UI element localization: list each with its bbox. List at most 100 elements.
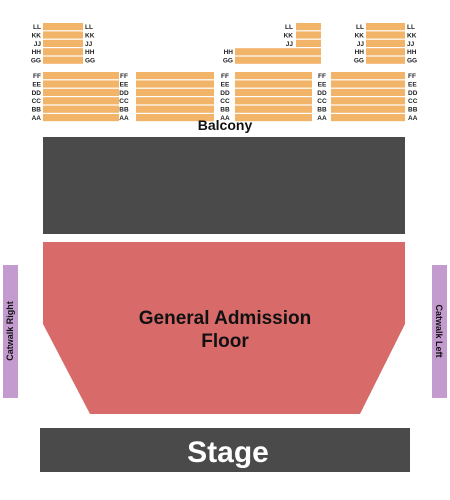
row-label-kk: KK	[407, 32, 417, 39]
row-label-hh: HH	[355, 49, 365, 56]
row-label-kk: KK	[355, 32, 365, 39]
balcony-row-ll-upper-center[interactable]	[296, 23, 321, 31]
balcony-row-ll-upper-left[interactable]	[43, 23, 83, 31]
balcony-row-cc-section-2[interactable]	[136, 97, 214, 105]
catwalk-right-label: Catwalk Right	[5, 301, 15, 361]
row-label-ee: EE	[408, 81, 417, 88]
balcony-row-ff-section-2[interactable]	[136, 72, 214, 80]
row-label-ee: EE	[120, 81, 129, 88]
row-label-aa: AA	[32, 115, 42, 122]
catwalk-left-label: Catwalk Left	[434, 304, 444, 357]
row-label-jj: JJ	[34, 41, 42, 48]
row-label-ff: FF	[33, 73, 41, 80]
row-label-cc: CC	[119, 98, 129, 105]
general-admission-label: General Admission	[139, 308, 311, 329]
row-label-ff: FF	[318, 73, 326, 80]
balcony-row-jj-upper-center[interactable]	[296, 39, 321, 47]
floor-label: Floor	[201, 331, 249, 352]
balcony-row-cc-section-3[interactable]	[235, 97, 312, 105]
row-label-cc: CC	[220, 98, 230, 105]
balcony-row-bb-section-3[interactable]	[235, 105, 312, 113]
catwalk-right[interactable]	[3, 265, 18, 398]
row-label-ee: EE	[32, 81, 41, 88]
row-label-kk: KK	[32, 32, 42, 39]
row-label-ll: LL	[33, 24, 41, 31]
row-label-aa: AA	[317, 115, 327, 122]
row-label-cc: CC	[408, 98, 418, 105]
balcony-row-ee-section-4[interactable]	[331, 80, 405, 88]
row-label-kk: KK	[85, 32, 95, 39]
row-label-ll: LL	[407, 24, 415, 31]
row-label-dd: DD	[32, 90, 42, 97]
balcony-row-aa-section-4[interactable]	[331, 114, 405, 122]
stage-label: Stage	[187, 436, 269, 469]
balcony-row-hh-upper-left[interactable]	[43, 48, 83, 56]
reserved-block[interactable]	[43, 137, 405, 234]
row-label-bb: BB	[408, 107, 418, 114]
balcony-row-aa-section-3[interactable]	[235, 114, 312, 122]
row-label-dd: DD	[119, 90, 129, 97]
balcony-row-ee-section-1[interactable]	[43, 80, 119, 88]
row-label-jj: JJ	[407, 41, 415, 48]
balcony-row-ff-section-3[interactable]	[235, 72, 312, 80]
row-label-bb: BB	[220, 107, 230, 114]
balcony-row-bb-section-1[interactable]	[43, 105, 119, 113]
row-label-hh: HH	[85, 49, 95, 56]
balcony-row-hh-upper-right[interactable]	[366, 48, 405, 56]
catwalk-left[interactable]	[432, 265, 447, 398]
balcony-row-kk-upper-center[interactable]	[296, 31, 321, 39]
row-label-jj: JJ	[286, 41, 294, 48]
balcony-row-jj-upper-left[interactable]	[43, 39, 83, 47]
balcony-row-bb-section-2[interactable]	[136, 105, 214, 113]
balcony-row-cc-section-1[interactable]	[43, 97, 119, 105]
row-label-gg: GG	[407, 58, 417, 65]
row-label-jj: JJ	[357, 41, 365, 48]
row-label-aa: AA	[408, 115, 418, 122]
balcony-row-dd-section-4[interactable]	[331, 88, 405, 96]
balcony-row-dd-section-1[interactable]	[43, 88, 119, 96]
row-label-ff: FF	[408, 73, 416, 80]
balcony-row-cc-section-4[interactable]	[331, 97, 405, 105]
row-label-ff: FF	[120, 73, 128, 80]
row-label-ll: LL	[356, 24, 364, 31]
balcony-row-dd-section-3[interactable]	[235, 88, 312, 96]
balcony-row-gg-upper-left[interactable]	[43, 56, 83, 64]
balcony-row-jj-upper-right[interactable]	[366, 39, 405, 47]
balcony-row-kk-upper-right[interactable]	[366, 31, 405, 39]
stage	[40, 428, 410, 472]
balcony-row-kk-upper-left[interactable]	[43, 31, 83, 39]
row-label-ll: LL	[85, 24, 93, 31]
balcony-row-aa-section-1[interactable]	[43, 114, 119, 122]
row-label-bb: BB	[119, 107, 129, 114]
row-label-gg: GG	[223, 58, 233, 65]
row-label-dd: DD	[220, 90, 230, 97]
row-label-gg: GG	[85, 58, 95, 65]
row-label-cc: CC	[32, 98, 42, 105]
row-label-hh: HH	[32, 49, 42, 56]
balcony-row-ff-section-1[interactable]	[43, 72, 119, 80]
balcony-row-bb-section-4[interactable]	[331, 105, 405, 113]
row-label-gg: GG	[354, 58, 364, 65]
balcony-row-ee-section-2[interactable]	[136, 80, 214, 88]
balcony-row-gg-upper-center[interactable]	[235, 56, 321, 64]
row-label-ee: EE	[318, 81, 327, 88]
balcony-label: Balcony	[198, 117, 253, 133]
balcony-row-aa-section-2[interactable]	[136, 114, 214, 122]
balcony-row-hh-upper-center[interactable]	[235, 48, 321, 56]
row-label-dd: DD	[317, 90, 327, 97]
row-label-bb: BB	[32, 107, 42, 114]
balcony-row-gg-upper-right[interactable]	[366, 56, 405, 64]
balcony-row-ll-upper-right[interactable]	[366, 23, 405, 31]
row-label-dd: DD	[408, 90, 418, 97]
row-label-aa: AA	[119, 115, 129, 122]
row-label-hh: HH	[407, 49, 417, 56]
row-label-ff: FF	[221, 73, 229, 80]
balcony-row-ee-section-3[interactable]	[235, 80, 312, 88]
balcony-row-ff-section-4[interactable]	[331, 72, 405, 80]
general-admission-floor[interactable]	[43, 242, 405, 414]
row-label-cc: CC	[317, 98, 327, 105]
balcony-row-dd-section-2[interactable]	[136, 88, 214, 96]
balcony-lower-sections	[43, 72, 405, 122]
